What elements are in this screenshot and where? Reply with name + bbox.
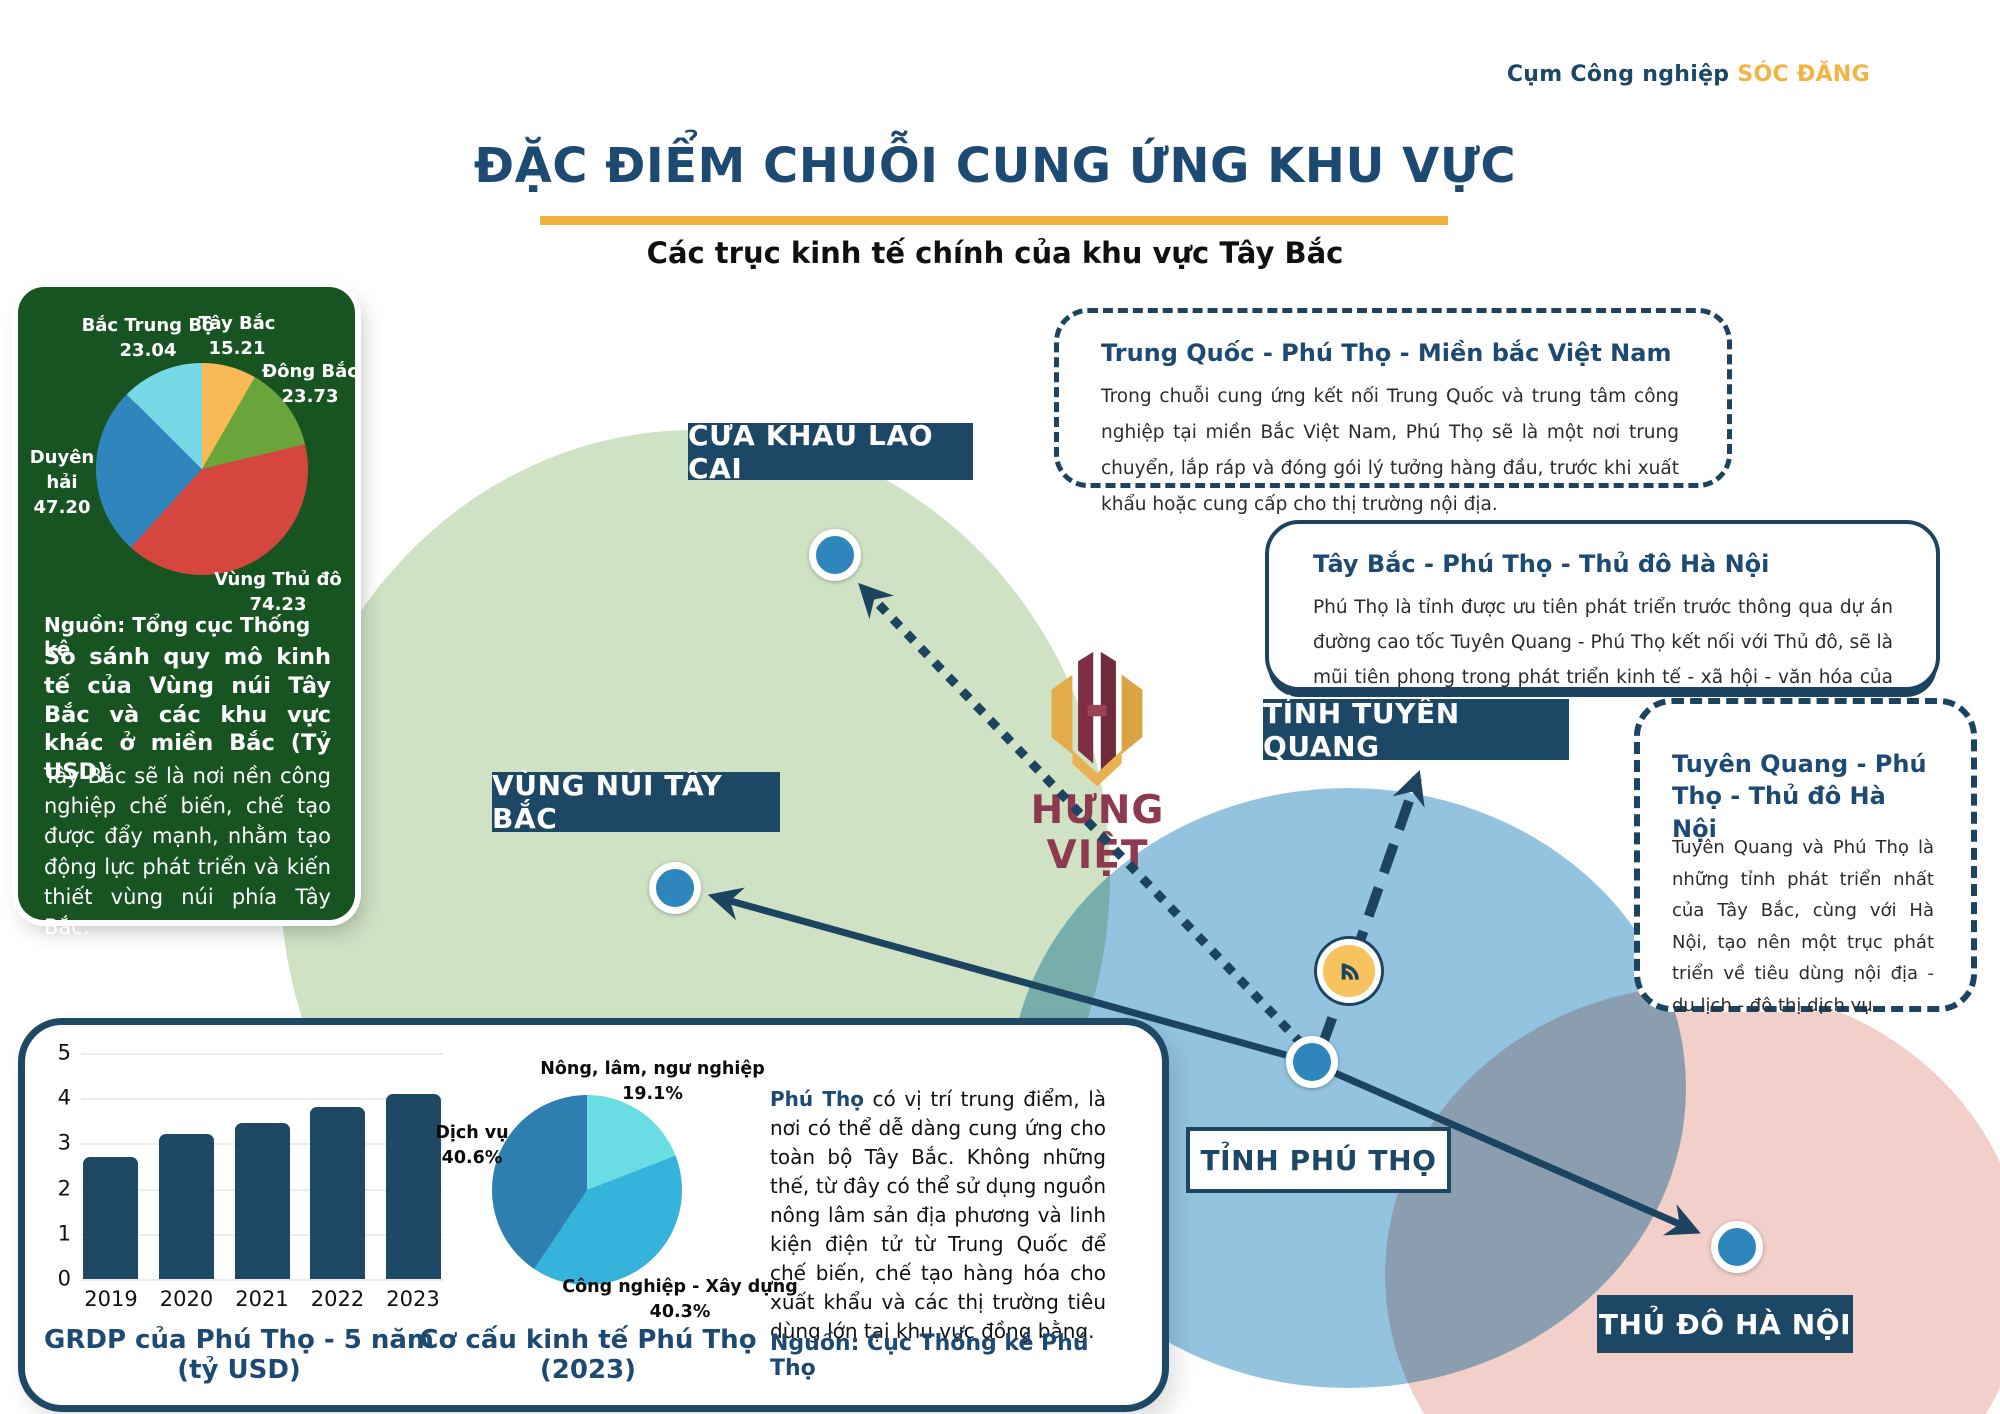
node-phu-tho (1286, 1036, 1338, 1088)
map-label-phu-tho: TỈNH PHÚ THỌ (1186, 1127, 1451, 1193)
node-lao-cai (809, 529, 861, 581)
signal-icon (1341, 963, 1359, 980)
x-tick-label: 2020 (159, 1287, 214, 1311)
node-tay-bac (649, 862, 701, 914)
pie-label-vung-thu-do: Vùng Thủ đô 74.23 (214, 569, 342, 616)
pie-label-dong-bac: Đông Bắc 23.73 (262, 361, 358, 408)
y-tick-label: 3 (57, 1130, 71, 1155)
pie-label-duyen-hai: Duyên hải 47.20 (29, 447, 95, 519)
phu-tho-lead: Phú Thọ (770, 1087, 864, 1111)
brand-prefix: Cụm Công nghiệp (1506, 62, 1738, 87)
map-label-vung-nui-tay-bac: VÙNG NÚI TÂY BẮC (492, 769, 780, 835)
region-card-body: Tây Bắc sẽ là nơi nền công nghiệp chế bi… (44, 764, 331, 940)
brand: Cụm Công nghiệp SÓC ĐĂNG (1450, 62, 1870, 87)
region-comparison-card: Bắc Trung Bộ 23.04 Tây Bắc 15.21 Đông Bắ… (18, 287, 358, 939)
bar (158, 1134, 214, 1279)
y-tick-label: 0 (57, 1266, 71, 1291)
bar (310, 1107, 366, 1279)
hung-viet-logo-mark (1051, 651, 1143, 787)
pie-chart-caption: Cơ cấu kinh tế Phú Thọ (2023) (419, 1325, 757, 1385)
x-tick-label: 2023 (386, 1287, 440, 1311)
y-tick-label: 2 (57, 1176, 71, 1201)
y-tick-label: 4 (57, 1085, 71, 1110)
region-card-source: Nguồn: Tổng cục Thống kê (44, 613, 311, 661)
callout-title: Tuyên Quang - Phú Thọ - Thủ đô Hà Nội (1672, 750, 1927, 843)
pie-label-cong-nghiep: Công nghiệp - Xây dựng 40.3% (562, 1277, 798, 1323)
pie-label-dich-vu: Dịch vụ 40.6% (435, 1123, 509, 1169)
map-label-lao-cai: CỬA KHẨU LÀO CAI (688, 419, 973, 485)
x-tick-label: 2019 (84, 1287, 138, 1311)
y-tick-label: 5 (57, 1040, 71, 1065)
callout-body: Tuyên Quang và Phú Thọ là những tỉnh phá… (1672, 837, 1934, 1016)
callout-taybac-phutho-hanoi: Tây Bắc - Phú Thọ - Thủ đô Hà Nội Phú Th… (1265, 520, 1940, 723)
map-label-ha-noi: THỦ ĐÔ HÀ NỘI (1597, 1295, 1853, 1353)
node-ha-noi (1711, 1221, 1763, 1273)
grdp-bar-chart: 0 1 2 3 4 5 2019 2020 2021 2022 2023 (58, 1041, 443, 1311)
phu-tho-stats-card: 0 1 2 3 4 5 2019 2020 2021 2022 2023 GRDP của Phú… (18, 1018, 1169, 1412)
brand-name: SÓC ĐĂNG (1737, 62, 1870, 87)
gridline (81, 1098, 443, 1101)
pie-label-nong-lam: Nông, lâm, ngư nghiệp 19.1% (540, 1059, 765, 1105)
callout-tuyenquang-phutho-hanoi: Tuyên Quang - Phú Thọ - Thủ đô Hà Nội Tu… (1634, 698, 1977, 1016)
pie-label-bac-trung-bo: Bắc Trung Bộ 23.04 (81, 315, 215, 362)
region-card-heading: So sánh quy mô kinh tế của Vùng núi Tây … (44, 644, 331, 786)
callout-body: Phú Thọ là tỉnh được ưu tiên phát triển … (1313, 597, 1893, 723)
callout-title: Tây Bắc - Phú Thọ - Thủ đô Hà Nội (1313, 550, 1770, 578)
bar-chart-bars (81, 1053, 443, 1279)
bar (234, 1123, 290, 1279)
y-tick-label: 1 (57, 1221, 71, 1246)
phu-tho-description: Phú Thọ có vị trí trung điểm, là nơi có … (770, 1085, 1106, 1346)
phu-tho-body: có vị trí trung điểm, là nơi có thể dễ d… (770, 1087, 1107, 1343)
x-tick-label: 2021 (235, 1287, 289, 1311)
stats-source: Nguồn: Cục Thống kê Phú Thọ (770, 1331, 1089, 1381)
x-tick-label: 2022 (310, 1287, 365, 1311)
region-pie-chart (96, 363, 308, 575)
title-underline (540, 216, 1448, 225)
bar-chart-x-labels: 2019 2020 2021 2022 2023 (81, 1287, 443, 1311)
page-subtitle: Các trục kinh tế chính của khu vực Tây B… (646, 236, 1344, 270)
callout-title: Trung Quốc - Phú Thọ - Miền bắc Việt Nam (1101, 339, 1672, 367)
pie-label-tay-bac: Tây Bắc 15.21 (198, 313, 276, 360)
bar (386, 1093, 441, 1279)
map-label-tuyen-quang: TỈNH TUYÊN QUANG (1263, 697, 1569, 763)
gridline (81, 1279, 443, 1281)
bar-chart-caption: GRDP của Phú Thọ - 5 năm (tỷ USD) (44, 1325, 434, 1385)
callout-body: Trong chuỗi cung ứng kết nối Trung Quốc … (1101, 386, 1679, 516)
page-title: ĐẶC ĐIỂM CHUỖI CUNG ỨNG KHU VỰC (473, 138, 1517, 194)
hung-viet-logo-text: HƯNG VIỆT (1030, 788, 1165, 878)
signal-icon-node (1317, 939, 1381, 1003)
gridline (81, 1053, 443, 1055)
economy-pie-chart (492, 1095, 682, 1285)
callout-china-phutho: Trung Quốc - Phú Thọ - Miền bắc Việt Nam… (1054, 308, 1732, 515)
bar (83, 1156, 138, 1279)
